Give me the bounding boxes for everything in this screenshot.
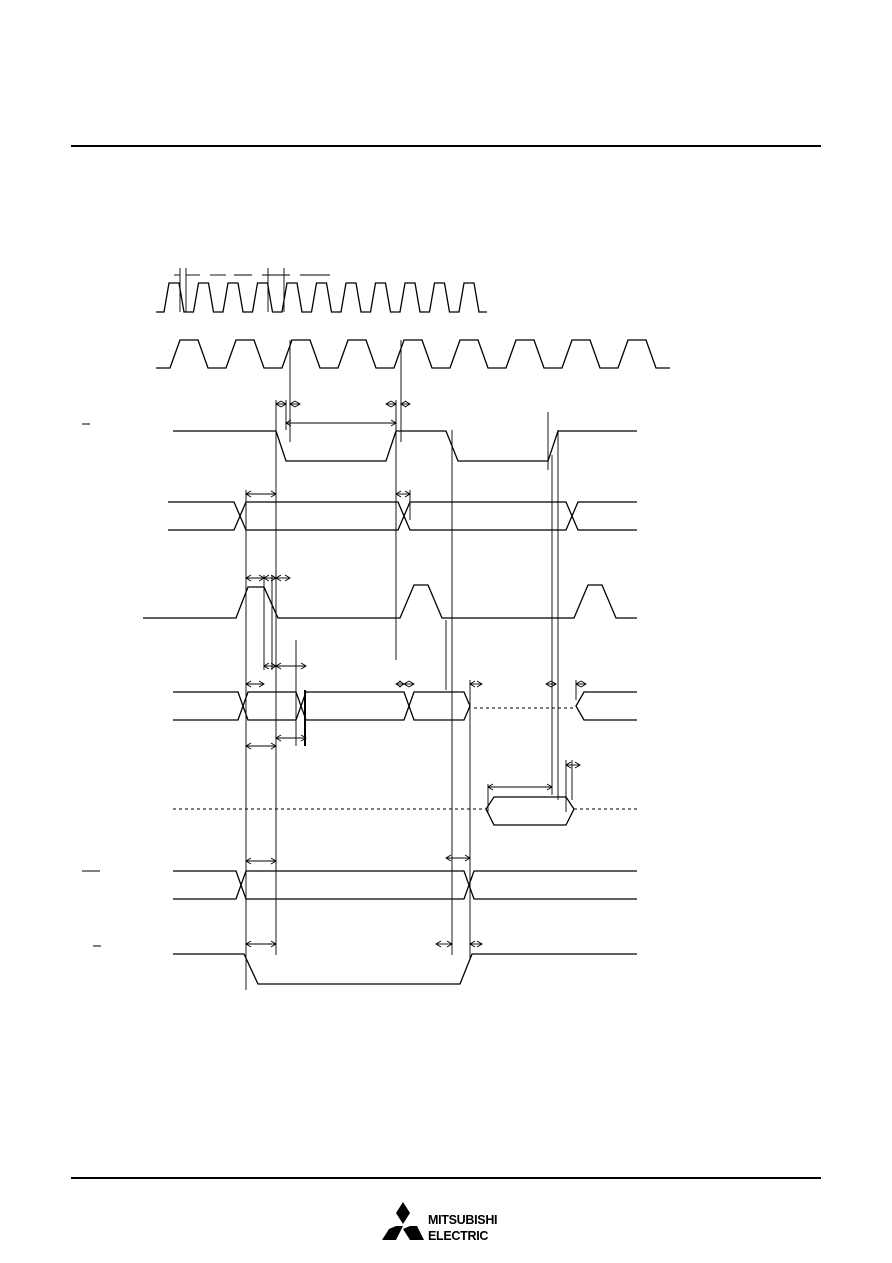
fast-clock-waveform bbox=[156, 268, 487, 313]
data-bus-waveform bbox=[173, 690, 637, 746]
tristate-data-waveform bbox=[173, 796, 637, 826]
timing-reference-lines bbox=[245, 340, 577, 990]
enable-waveform bbox=[173, 953, 637, 985]
active-low-overline-marks bbox=[82, 423, 101, 947]
mitsubishi-logo: MITSUBISHI ELECTRIC bbox=[382, 1202, 498, 1243]
logo-line-1: MITSUBISHI bbox=[428, 1213, 497, 1227]
strobe-waveform bbox=[173, 430, 637, 462]
timing-dimension-arrows bbox=[245, 400, 587, 948]
chip-select-bus-waveform bbox=[173, 870, 637, 900]
control-pulse-waveform bbox=[143, 584, 637, 619]
three-diamonds-icon bbox=[382, 1202, 424, 1240]
logo-line-2: ELECTRIC bbox=[428, 1229, 488, 1243]
slow-clock-waveform bbox=[156, 339, 670, 369]
address-bus-waveform bbox=[168, 501, 637, 531]
